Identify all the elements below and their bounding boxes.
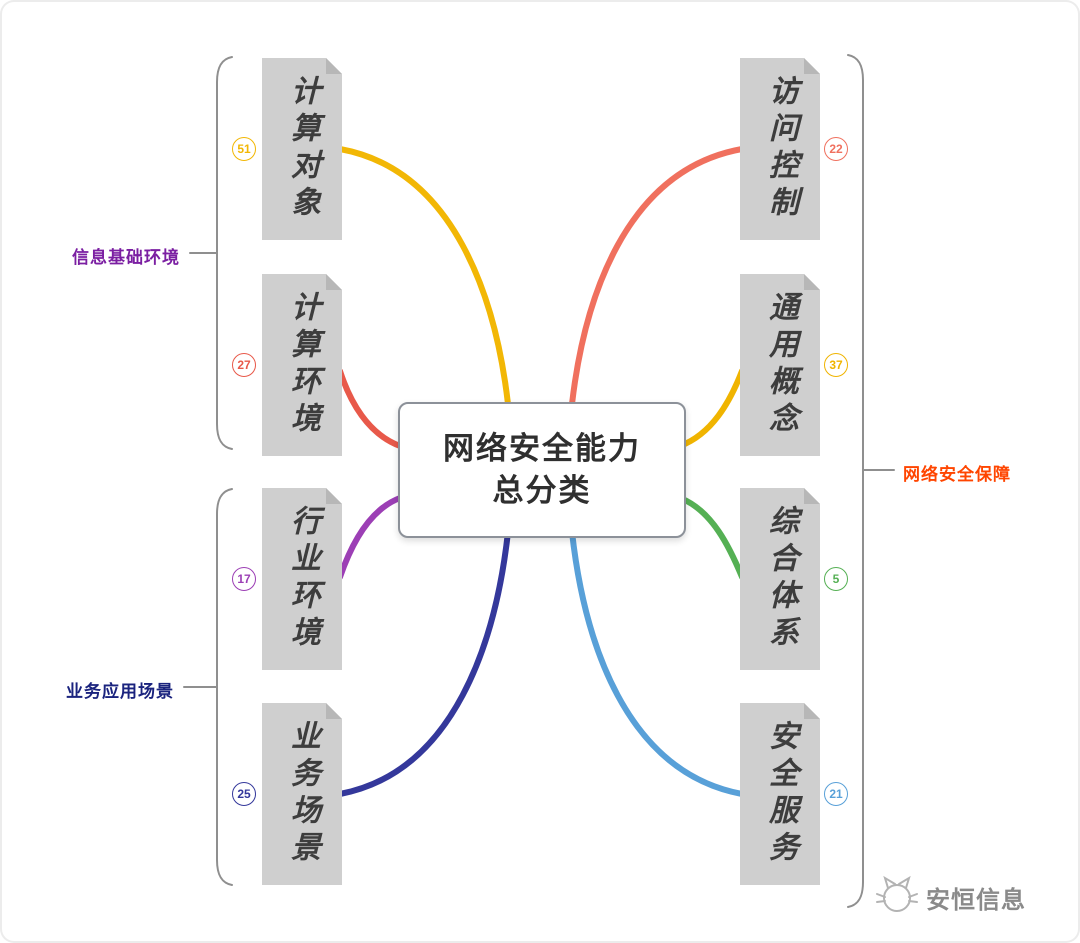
node-access-control: 访问控制 (740, 58, 820, 240)
node-label: 综合体系 (764, 505, 797, 653)
node-security-service: 安全服务 (740, 703, 820, 885)
node-label: 安全服务 (764, 720, 797, 868)
count-badge: 5 (824, 567, 848, 591)
center-topic-line1: 网络安全能力 (443, 431, 641, 467)
watermark: 安恒信息 (874, 874, 1026, 920)
connector-access-control (569, 146, 745, 407)
node-label: 通用概念 (764, 291, 797, 439)
count-badge: 27 (232, 353, 256, 377)
connector-general-concepts (677, 368, 745, 449)
connector-security-service (569, 529, 745, 797)
brand-name: 安恒信息 (926, 886, 1026, 914)
connector-industry-environment (337, 495, 403, 580)
connector-computing-object (337, 146, 511, 407)
center-topic-line2: 总分类 (492, 473, 592, 508)
brand-logo-icon (876, 875, 918, 912)
connector-business-scenario (337, 529, 511, 797)
node-general-concepts: 通用概念 (740, 274, 820, 456)
node-label: 访问控制 (764, 75, 797, 223)
center-topic: 网络安全能力 总分类 (398, 402, 686, 538)
node-computing-environment: 计算环境 (262, 274, 342, 456)
count-badge: 25 (232, 782, 256, 806)
node-comprehensive-system: 综合体系 (740, 488, 820, 670)
connector-comprehensive-system (677, 495, 745, 580)
group-label-business-scenarios: 业务应用场景 (66, 682, 174, 701)
node-business-scenario: 业务场景 (262, 703, 342, 885)
node-industry-environment: 行业环境 (262, 488, 342, 670)
node-label: 行业环境 (286, 505, 319, 653)
connector-computing-environment (337, 368, 403, 449)
node-label: 计算环境 (286, 291, 319, 439)
node-label: 计算对象 (286, 75, 319, 223)
count-badge: 17 (232, 567, 256, 591)
group-label-info-infrastructure: 信息基础环境 (72, 248, 180, 267)
bracket-info-infrastructure (216, 56, 233, 450)
count-badge: 51 (232, 137, 256, 161)
node-computing-object: 计算对象 (262, 58, 342, 240)
bracket-network-security (847, 54, 864, 908)
bracket-business-scenarios (216, 488, 233, 886)
node-label: 业务场景 (286, 720, 319, 868)
count-badge: 37 (824, 353, 848, 377)
count-badge: 22 (824, 137, 848, 161)
group-label-network-security: 网络安全保障 (903, 465, 1011, 484)
count-badge: 21 (824, 782, 848, 806)
